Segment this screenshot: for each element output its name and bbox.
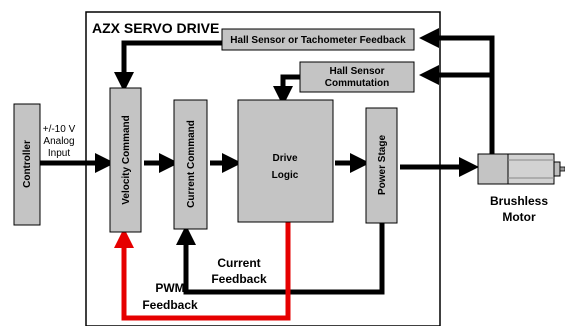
current-feedback-label-line2: Feedback xyxy=(211,272,267,286)
controller-label: Controller xyxy=(22,140,33,188)
motor-label-line1: Brushless xyxy=(490,194,548,208)
tach-feedback-line xyxy=(419,28,495,155)
pwm-feedback-line xyxy=(114,222,291,321)
input-label-line3: Input xyxy=(48,148,70,159)
power-stage-block: Power Stage xyxy=(365,107,398,224)
hall-commutation-label-line2: Commutation xyxy=(325,78,389,89)
drive-logic-label-line1: Drive xyxy=(272,153,297,164)
hall-tach-feedback-block: Hall Sensor or Tachometer Feedback xyxy=(221,28,415,51)
velocity-command-label: Velocity Command xyxy=(121,115,132,204)
commutation-to-logic-line xyxy=(273,74,300,106)
current-command-label: Current Command xyxy=(186,120,197,208)
drive-logic-block: Drive Logic xyxy=(237,99,334,223)
motor-label-line2: Motor xyxy=(502,210,536,224)
current-feedback-label-line1: Current xyxy=(217,256,260,270)
drive-logic-label-line2: Logic xyxy=(272,170,299,181)
input-label-line2: Analog xyxy=(43,136,74,147)
velocity-command-block: Velocity Command xyxy=(109,87,142,233)
power-stage-label: Power Stage xyxy=(377,135,388,195)
brushless-motor-icon xyxy=(477,153,565,185)
current-command-block: Current Command xyxy=(173,99,208,230)
hall-tach-feedback-label: Hall Sensor or Tachometer Feedback xyxy=(230,35,406,46)
pwm-feedback-label-line1: PWM xyxy=(155,281,184,295)
input-label-line1: +/-10 V xyxy=(43,124,76,135)
input-label: +/-10 V Analog Input xyxy=(43,124,76,159)
hall-commutation-block: Hall Sensor Commutation xyxy=(299,61,415,93)
pwm-feedback-label-line2: Feedback xyxy=(142,298,198,312)
current-feedback-line xyxy=(176,223,385,295)
tach-to-velocity-line xyxy=(114,40,222,92)
hall-commutation-label-line1: Hall Sensor xyxy=(329,66,384,77)
controller-block: Controller xyxy=(13,103,41,226)
frame-title: AZX SERVO DRIVE xyxy=(92,20,219,36)
